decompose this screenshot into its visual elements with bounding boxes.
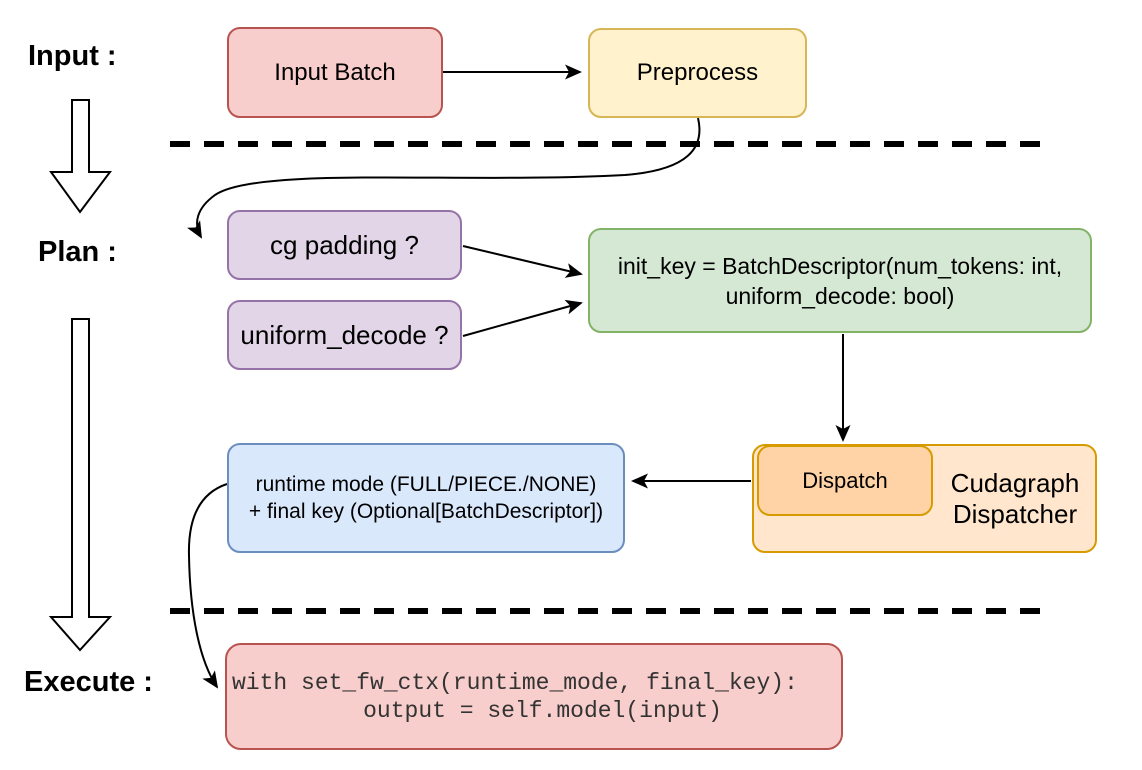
execute-code-block: with set_fw_ctx(runtime_mode, final_key)… <box>227 669 798 725</box>
cudagraph-dispatcher-title: Cudagraph Dispatcher <box>933 444 1097 553</box>
phase-arrow-plan-to-execute <box>48 318 113 652</box>
node-preprocess-label: Preprocess <box>636 59 759 86</box>
arrow-uniform-decode-to-init-key <box>462 299 583 337</box>
node-runtime-mode: runtime mode (FULL/PIECE./NONE) + final … <box>227 443 625 553</box>
node-init-key-line2: uniform_decode: bool) <box>725 282 955 309</box>
arrow-cg-padding-to-init-key <box>462 245 583 278</box>
node-preprocess: Preprocess <box>588 28 807 118</box>
phase-label-plan: Plan : <box>38 236 117 268</box>
arrow-runtime-mode-to-execute-code <box>187 483 228 689</box>
node-cg-padding-label: cg padding ? <box>270 229 419 260</box>
node-uniform-decode-label: uniform_decode ? <box>240 319 449 350</box>
cudagraph-dispatcher-line1: Cudagraph <box>950 467 1080 498</box>
node-runtime-mode-line2: + final key (Optional[BatchDescriptor]) <box>248 500 604 523</box>
node-input-batch: Input Batch <box>227 27 443 118</box>
phase-arrow-input-to-plan <box>49 99 112 214</box>
node-uniform-decode: uniform_decode ? <box>227 300 462 370</box>
execute-code-line2: output = self.model(input) <box>307 697 722 724</box>
phase-label-execute: Execute : <box>24 666 153 698</box>
node-execute-code: with set_fw_ctx(runtime_mode, final_key)… <box>225 643 843 750</box>
node-runtime-mode-line1: runtime mode (FULL/PIECE./NONE) <box>255 473 597 496</box>
phase-label-input: Input : <box>28 40 117 72</box>
node-dispatch-label: Dispatch <box>802 467 888 493</box>
node-init-key: init_key = BatchDescriptor(num_tokens: i… <box>588 228 1092 333</box>
node-input-batch-label: Input Batch <box>274 58 396 86</box>
cudagraph-dispatcher-line2: Dispatcher <box>952 498 1078 529</box>
execute-code-line1: with set_fw_ctx(runtime_mode, final_key)… <box>232 669 798 696</box>
node-init-key-line1: init_key = BatchDescriptor(num_tokens: i… <box>617 252 1063 279</box>
node-cg-padding: cg padding ? <box>227 210 462 280</box>
node-dispatch: Dispatch <box>757 445 933 516</box>
